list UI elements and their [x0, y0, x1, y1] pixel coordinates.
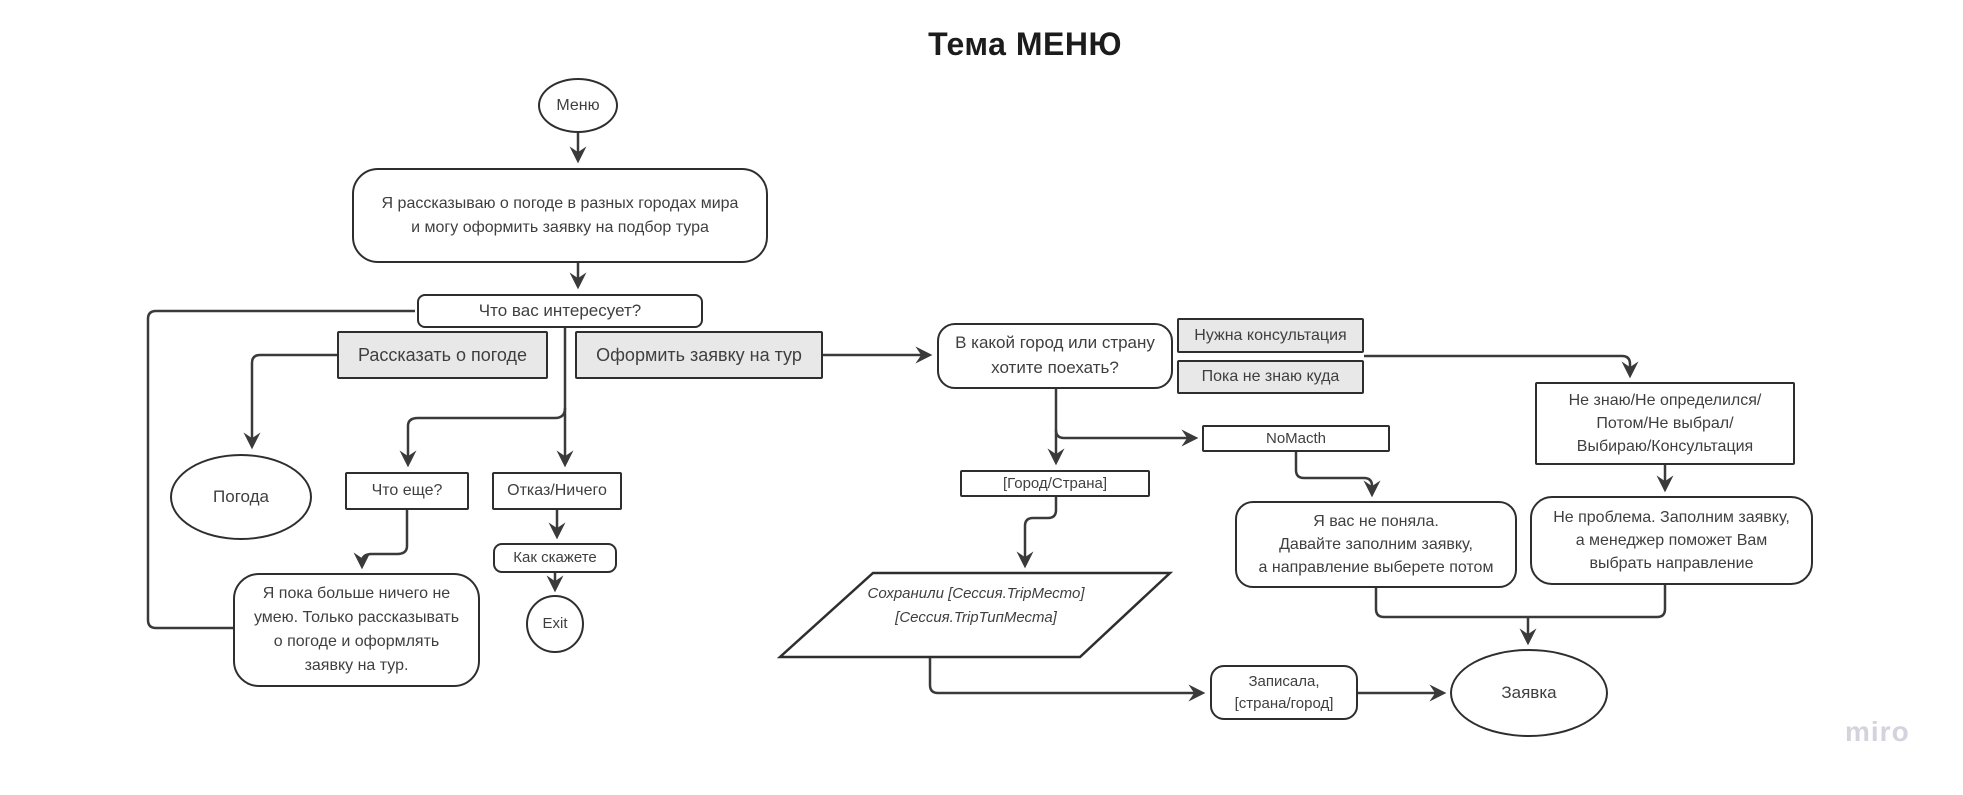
node-label-line: [страна/город]: [1234, 694, 1334, 712]
node-label: Как скажете: [513, 549, 597, 567]
node-no-problem[interactable]: Не проблема. Заполним заявку, а менеджер…: [1530, 496, 1813, 585]
node-label-line: а направление выберете потом: [1258, 559, 1494, 577]
connector-destination-nomatch: [1054, 429, 1199, 447]
node-label: Что вас интересует?: [478, 300, 642, 320]
button-tell-weather[interactable]: Рассказать о погоде: [337, 331, 548, 379]
connector-merge-bar: [1374, 585, 1667, 619]
node-label-line: умею. Только рассказывать: [253, 609, 460, 626]
node-menu-start[interactable]: Меню: [538, 78, 618, 133]
node-request-end[interactable]: Заявка: [1450, 649, 1608, 737]
node-label-line: Записала,: [1248, 672, 1320, 690]
button-label: Нужна консультация: [1194, 326, 1347, 344]
node-label-line: Не знаю/Не определился/: [1568, 391, 1762, 409]
button-need-consultation[interactable]: Нужна консультация: [1177, 318, 1364, 353]
node-label-line: хотите поехать?: [991, 358, 1119, 377]
connector-save-recorded: [928, 657, 1206, 702]
connector-interest-whatelse: [399, 407, 567, 468]
node-recorded[interactable]: Записала, [страна/город]: [1210, 665, 1358, 720]
miro-watermark: miro: [1845, 716, 1910, 747]
node-label-line: В какой город или страну: [955, 333, 1155, 353]
node-label-line: Не проблема. Заполним заявку,: [1553, 508, 1790, 526]
node-intro-message[interactable]: Я рассказываю о погоде в разных городах …: [352, 168, 768, 263]
node-label: Погода: [213, 486, 269, 506]
page-title[interactable]: Тема МЕНЮ: [928, 26, 1122, 62]
node-label: NoMacth: [1265, 429, 1327, 447]
node-label: Отказ/Ничего: [507, 482, 607, 500]
node-label: Что еще?: [371, 482, 443, 500]
connector-nomatch-notunderstood: [1294, 452, 1381, 498]
node-nomatch[interactable]: NoMacth: [1202, 425, 1390, 452]
node-cant-do-more[interactable]: Я пока больше ничего не умею. Только рас…: [233, 573, 480, 687]
node-label-line: Давайте заполним заявку,: [1279, 535, 1473, 553]
button-dont-know-where[interactable]: Пока не знаю куда: [1177, 360, 1364, 394]
node-save-session-label: Сохранили [Сессия.TripМесто] [Сессия.Tri…: [830, 582, 1122, 630]
button-label: Оформить заявку на тур: [596, 344, 802, 365]
node-label-line: [Сессия.TripТипМеста]: [895, 609, 1057, 626]
node-what-else[interactable]: Что еще?: [345, 472, 469, 510]
node-label-line: [Сессия.TripМесто]: [948, 585, 1085, 602]
connector-whatelse-cantdo: [353, 510, 409, 570]
node-label-line: Я рассказываю о погоде в разных городах …: [381, 195, 739, 213]
node-label: Заявка: [1501, 682, 1557, 702]
node-label: [Город/Страна]: [1002, 474, 1108, 492]
node-label-line: Я пока больше ничего не: [262, 585, 451, 602]
connector-buttons-dontknow: [1364, 354, 1639, 379]
node-label-line: Выбираю/Консультация: [1576, 438, 1754, 456]
button-label: Рассказать о погоде: [357, 344, 528, 365]
node-label-line: и могу оформить заявку на подбор тура: [411, 218, 709, 236]
button-make-tour-request[interactable]: Оформить заявку на тур: [575, 331, 823, 379]
node-interest-question[interactable]: Что вас интересует?: [417, 294, 703, 328]
node-label: Exit: [542, 615, 568, 633]
node-label-line: а менеджер поможет Вам: [1575, 531, 1768, 549]
node-exit-end[interactable]: Exit: [526, 595, 584, 653]
node-label-line: Сохранили: [867, 585, 944, 602]
node-destination-question[interactable]: В какой город или страну хотите поехать?: [937, 323, 1173, 389]
node-label-line: Я вас не поняла.: [1313, 512, 1439, 530]
node-as-you-say[interactable]: Как скажете: [493, 543, 617, 573]
connector-weather-branch: [243, 353, 337, 450]
node-label: Меню: [556, 96, 600, 114]
node-not-understood[interactable]: Я вас не поняла. Давайте заполним заявку…: [1235, 501, 1517, 588]
node-label-line: о погоде и оформлять: [273, 633, 440, 650]
node-label-line: заявку на тур.: [304, 657, 409, 674]
node-refuse[interactable]: Отказ/Ничего: [492, 472, 622, 510]
connector-city-save: [1016, 497, 1058, 569]
node-label-line: выбрать направление: [1589, 555, 1754, 573]
node-label-line: Потом/Не выбрал/: [1596, 414, 1734, 432]
button-label: Пока не знаю куда: [1201, 368, 1340, 386]
node-weather-end[interactable]: Погода: [170, 454, 312, 540]
node-dont-know-variants[interactable]: Не знаю/Не определился/ Потом/Не выбрал/…: [1535, 382, 1795, 465]
node-city-country[interactable]: [Город/Страна]: [960, 470, 1150, 497]
